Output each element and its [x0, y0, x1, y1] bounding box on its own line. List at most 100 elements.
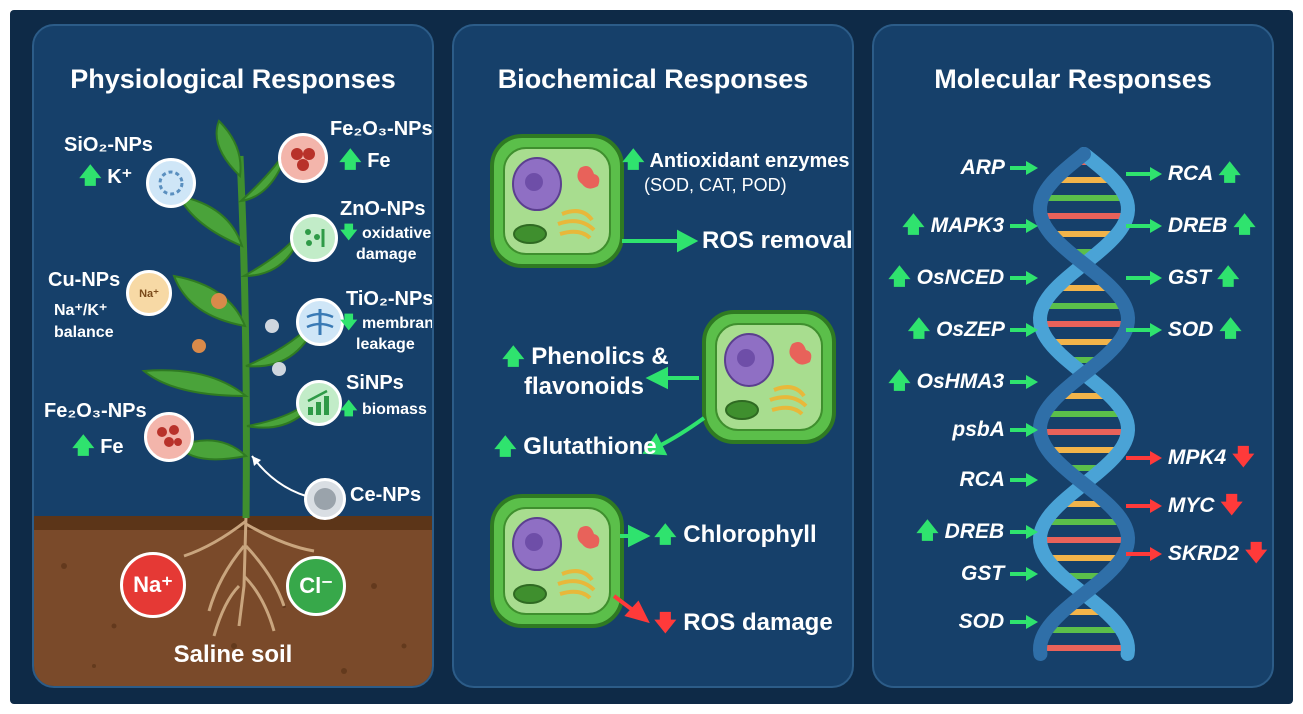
phenolics-label: 🡅 Phenolics &: [502, 343, 669, 370]
gene-name: RCA: [1167, 162, 1213, 185]
down-arrow-icon: 🡇: [1232, 444, 1255, 469]
glutathione-label: 🡅 Glutathione: [494, 433, 657, 460]
ros-removal-label: ROS removal: [702, 227, 853, 254]
gene-name: psbA: [952, 418, 1005, 441]
up-arrow-icon: 🡅: [339, 147, 362, 172]
gene-name: MYC: [1167, 494, 1215, 517]
flavonoids-label: flavonoids: [524, 373, 645, 400]
molecular-panel: Molecular Responses ARP 🡅 MAPK3 🡅 OsNCED…: [872, 24, 1274, 688]
gene-right-dreb: DREB 🡅: [1126, 208, 1256, 246]
physiological-panel: Physiological Responses SiO₂-NPs 🡅 K⁺ Fe…: [32, 24, 434, 688]
gene-right-myc: MYC 🡇: [1126, 488, 1243, 526]
gene-left-osnced: 🡅 OsNCED: [888, 260, 1038, 298]
gene-name: SOD: [958, 610, 1005, 633]
chlorophyll-label: 🡅 Chlorophyll: [654, 521, 817, 548]
fe2o3-bottom-effect: 🡅 Fe: [72, 433, 124, 458]
gene-left-mapk3: 🡅 MAPK3: [902, 208, 1038, 246]
gene-right-gst: GST 🡅: [1126, 260, 1239, 298]
cell-top: [490, 134, 624, 268]
physiological-title: Physiological Responses: [70, 64, 396, 94]
gene-right-rca: RCA 🡅: [1126, 156, 1241, 194]
down-arrow-icon: 🡇: [654, 610, 677, 635]
gene-right-sod: SOD 🡅: [1126, 312, 1242, 350]
down-arrow-icon: 🡇: [340, 223, 358, 242]
chloride-ion-icon: Cl⁻: [286, 556, 346, 616]
up-arrow-icon: 🡅: [916, 518, 939, 543]
sio2-label: SiO₂-NPs: [64, 134, 153, 156]
zno-particle-icon: [290, 214, 338, 262]
up-arrow-icon: 🡅: [902, 212, 925, 237]
ce-label: Ce-NPs: [350, 484, 422, 506]
up-arrow-icon: 🡅: [1219, 316, 1242, 341]
cu-effect-2: balance: [54, 324, 114, 341]
cu-effect: Na⁺/K⁺: [54, 302, 108, 319]
tio2-effect-2: leakage: [356, 336, 415, 353]
up-arrow-icon: 🡅: [888, 368, 911, 393]
gene-name: DREB: [944, 520, 1005, 543]
up-arrow-icon: 🡅: [340, 399, 358, 418]
cell-middle: [702, 310, 836, 444]
tio2-particle-icon: [296, 298, 344, 346]
gene-name: GST: [960, 562, 1005, 585]
fe2o3-top-effect: 🡅 Fe: [339, 147, 391, 172]
sio2-particle-icon: [146, 158, 196, 208]
dna-strand: [1033, 147, 1135, 661]
gene-name: MAPK3: [930, 214, 1005, 237]
up-arrow-icon: 🡅: [79, 163, 102, 188]
fe2o3-particle-icon: [278, 133, 328, 183]
gene-left-arp: ARP: [961, 156, 1038, 180]
sodium-ion-icon: Na⁺: [120, 552, 186, 618]
antioxidant-label: 🡅 Antioxidant enzymes: [622, 147, 850, 172]
gene-name: OsZEP: [936, 318, 1005, 341]
sinps-growth-icon: [296, 380, 342, 426]
cell-illustrations: [490, 134, 836, 628]
gene-name: OsNCED: [916, 266, 1005, 289]
gene-name: SOD: [1167, 318, 1214, 341]
roots: [183, 515, 315, 637]
gene-right-mpk4: MPK4 🡇: [1126, 440, 1255, 478]
up-arrow-icon: 🡅: [72, 433, 95, 458]
up-arrow-icon: 🡅: [622, 147, 645, 172]
gene-left-gst: GST: [961, 562, 1038, 586]
up-arrow-icon: 🡅: [1216, 264, 1240, 289]
molecular-title: Molecular Responses: [934, 64, 1212, 94]
biochemical-panel: Biochemical Responses 🡅 Antioxidant enzy…: [452, 24, 854, 688]
zno-effect-2: damage: [356, 246, 417, 263]
down-arrow-icon: 🡇: [1244, 540, 1268, 565]
antioxidant-enzymes-list: (SOD, CAT, POD): [644, 175, 787, 195]
gene-name: RCA: [959, 468, 1005, 491]
gene-left-oshma3: 🡅 OsHMA3: [888, 364, 1038, 402]
up-arrow-icon: 🡅: [654, 522, 677, 547]
up-arrow-icon: 🡅: [888, 264, 911, 289]
tio2-effect: 🡇 membrane: [340, 313, 434, 332]
sinps-label: SiNPs: [346, 372, 404, 394]
cell-bottom: [490, 494, 624, 628]
cu-label: Cu-NPs: [48, 269, 121, 291]
saline-soil: [34, 516, 432, 686]
saline-soil-label: Saline soil: [173, 641, 293, 668]
up-arrow-icon: 🡅: [494, 434, 517, 459]
biochemical-title: Biochemical Responses: [497, 64, 809, 94]
gene-name: OsHMA3: [916, 370, 1005, 393]
gene-name: DREB: [1167, 214, 1228, 237]
gene-left-psba: psbA: [952, 418, 1038, 442]
up-arrow-icon: 🡅: [907, 316, 931, 341]
gene-left-sod: SOD: [959, 610, 1038, 634]
ros-damage-label: 🡇 ROS damage: [654, 609, 833, 636]
sio2-effect: 🡅 K⁺: [79, 163, 133, 188]
cu-particle-icon: Na⁺: [126, 270, 172, 316]
fe2o3-bottom-label: Fe₂O₃-NPs: [44, 400, 147, 422]
fe2o3-top-label: Fe₂O₃-NPs: [330, 118, 433, 140]
up-arrow-icon: 🡅: [502, 344, 525, 369]
gene-name: ARP: [960, 156, 1005, 179]
down-arrow-icon: 🡇: [1220, 492, 1243, 517]
gene-right-skrd2: SKRD2 🡇: [1126, 536, 1268, 574]
zno-label: ZnO-NPs: [340, 198, 426, 220]
gene-name: SKRD2: [1167, 542, 1240, 565]
gene-name: GST: [1167, 266, 1212, 289]
up-arrow-icon: 🡅: [1218, 160, 1242, 185]
figure-background: Physiological Responses SiO₂-NPs 🡅 K⁺ Fe…: [10, 10, 1293, 704]
dna-strand: [1033, 147, 1135, 661]
ce-particle-icon: [304, 478, 346, 520]
gene-left-rca: RCA: [959, 468, 1038, 492]
